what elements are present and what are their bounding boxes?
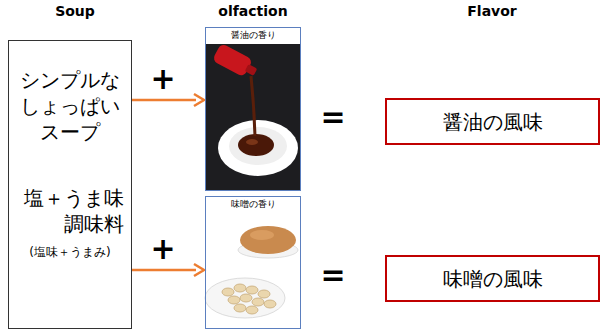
arrow-shaft bbox=[132, 99, 196, 102]
image-box: 味噌の香り bbox=[205, 196, 301, 329]
image-caption: 醤油の香り bbox=[206, 28, 300, 44]
node-text: (塩味＋うまみ) bbox=[14, 245, 126, 261]
result-box: 味噌の風味 bbox=[385, 255, 600, 302]
soy-sauce-photo bbox=[206, 43, 300, 190]
equals-sign: = bbox=[320, 258, 345, 291]
node-text: 味噌の風味 bbox=[443, 266, 543, 292]
node-text: 醤油の風味 bbox=[443, 109, 543, 135]
arrow-head bbox=[194, 264, 204, 276]
column-heading: Flavor bbox=[467, 4, 516, 19]
arrow-head bbox=[194, 94, 204, 106]
arrow-connector bbox=[132, 94, 204, 106]
arrow-connector bbox=[132, 264, 204, 276]
equals-sign: = bbox=[320, 100, 345, 133]
arrow-shaft bbox=[132, 269, 196, 272]
image-box: 醤油の香り bbox=[205, 27, 301, 191]
plus-sign: + bbox=[150, 232, 175, 265]
node-text: 塩＋うま味 調味料 bbox=[16, 185, 124, 237]
soup-box: シンプルな しょっぱい スープ塩＋うま味 調味料 (塩味＋うまみ) bbox=[8, 40, 132, 329]
column-heading: Soup bbox=[55, 4, 95, 19]
result-box: 醤油の風味 bbox=[385, 98, 600, 145]
node-text: シンプルな しょっぱい スープ bbox=[14, 67, 126, 145]
miso-photo bbox=[205, 212, 300, 329]
plus-sign: + bbox=[150, 62, 175, 95]
image-caption: 味噌の香り bbox=[206, 197, 300, 213]
column-heading: olfaction bbox=[218, 4, 287, 19]
